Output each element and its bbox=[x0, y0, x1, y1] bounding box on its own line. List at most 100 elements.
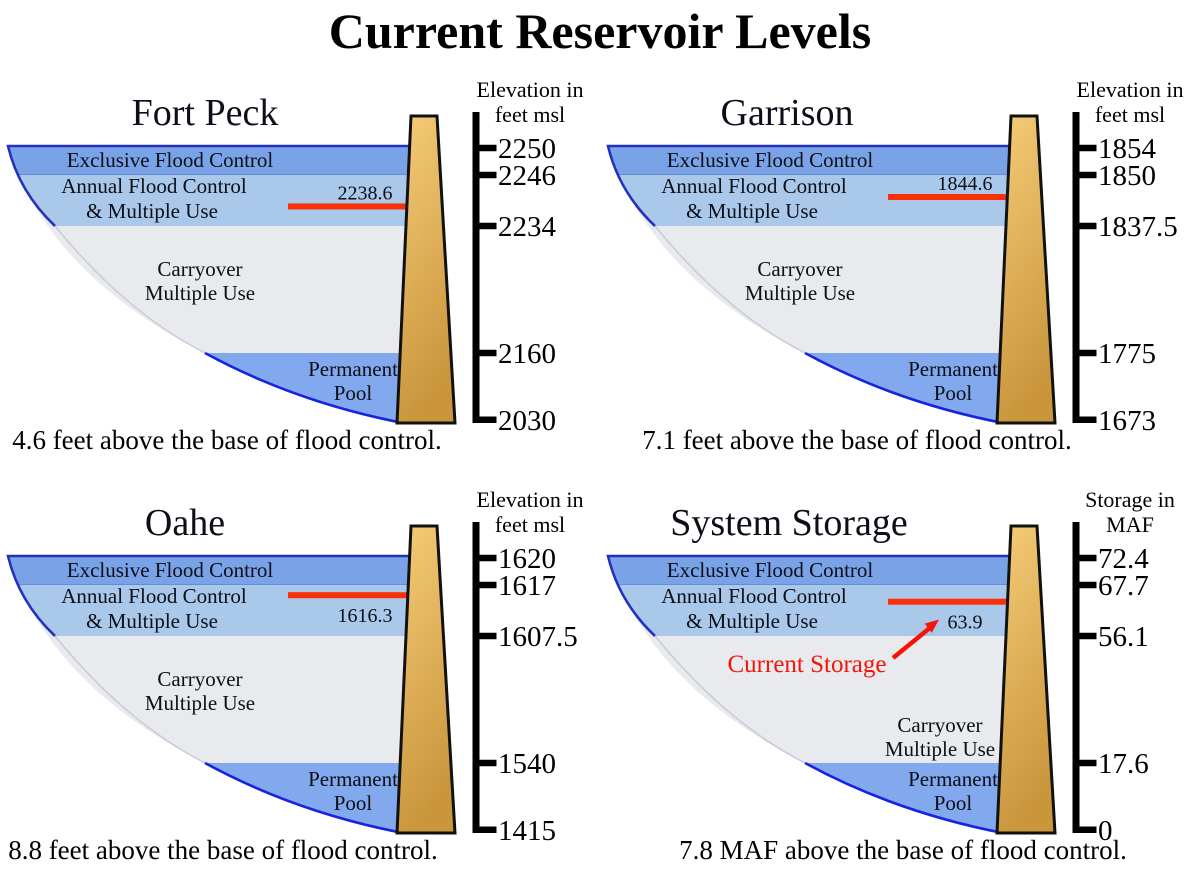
scale-tick-label: 1415 bbox=[498, 815, 556, 847]
scale-tick bbox=[479, 222, 497, 230]
zone-label-carryover-line1: Carryover bbox=[757, 257, 842, 281]
panel-title: Fort Peck bbox=[132, 92, 279, 134]
basin-outline-bottom bbox=[804, 761, 1011, 835]
zone-annual-flood-control bbox=[18, 175, 413, 226]
zone-label-annual-line1: Annual Flood Control bbox=[661, 584, 847, 608]
zone-label-annual-line1: Annual Flood Control bbox=[661, 174, 847, 198]
scale-tick bbox=[479, 759, 497, 767]
scale-tick-label: 1850 bbox=[1098, 160, 1156, 192]
zone-permanent-pool bbox=[805, 353, 1013, 423]
current-value-label: 2238.6 bbox=[338, 182, 393, 204]
zone-label-carryover-line1: Carryover bbox=[897, 713, 982, 737]
scale-tick-label: 2250 bbox=[498, 133, 556, 165]
zone-label-annual-line1: Annual Flood Control bbox=[61, 584, 247, 608]
zone-label-permanent-line2: Pool bbox=[334, 791, 373, 815]
scale-unit-line2: feet msl bbox=[495, 512, 565, 537]
zone-label-exclusive: Exclusive Flood Control bbox=[667, 148, 874, 172]
scale-tick bbox=[479, 349, 497, 357]
scale-unit-line1: Elevation in bbox=[477, 77, 584, 102]
scale-tick-label: 72.4 bbox=[1098, 543, 1149, 575]
current-level-line bbox=[888, 598, 1009, 605]
basin-outline-mid bbox=[654, 225, 806, 354]
current-level-line bbox=[888, 194, 1009, 201]
zone-label-permanent-line2: Pool bbox=[934, 791, 973, 815]
current-storage-arrowhead bbox=[924, 619, 939, 633]
scale-tick bbox=[1079, 416, 1097, 423]
zone-permanent-pool bbox=[205, 353, 413, 423]
scale-tick-label: 2246 bbox=[498, 160, 556, 192]
scale-tick bbox=[1079, 632, 1097, 640]
dam-shape bbox=[995, 114, 1057, 425]
basin-outline-top bbox=[6, 144, 413, 227]
scale-unit-line2: MAF bbox=[1106, 512, 1154, 537]
zone-label-annual-line2: & Multiple Use bbox=[86, 199, 218, 223]
scale-tick bbox=[1079, 222, 1097, 230]
scale-tick bbox=[1079, 171, 1097, 179]
current-value-label: 1616.3 bbox=[338, 605, 393, 627]
zone-exclusive-flood-control bbox=[608, 556, 1013, 585]
current-level-line bbox=[288, 592, 409, 599]
scale-unit-line1: Elevation in bbox=[477, 487, 584, 512]
zone-permanent-pool bbox=[205, 763, 413, 833]
zone-label-permanent-line1: Permanent bbox=[308, 357, 398, 381]
scale-tick-label: 0 bbox=[1098, 815, 1113, 847]
scale-tick-label: 1617 bbox=[498, 570, 556, 602]
panel-caption: 7.1 feet above the base of flood control… bbox=[642, 425, 1072, 455]
scale-tick-label: 1620 bbox=[498, 543, 556, 575]
panel-caption: 8.8 feet above the base of flood control… bbox=[8, 835, 438, 865]
scale-tick bbox=[1079, 759, 1097, 767]
zone-exclusive-flood-control bbox=[8, 146, 413, 175]
zone-exclusive-flood-control bbox=[608, 146, 1013, 175]
zone-annual-flood-control bbox=[618, 585, 1013, 636]
basin-outline-mid bbox=[54, 635, 206, 764]
zone-label-permanent-line1: Permanent bbox=[308, 767, 398, 791]
panel-caption: 7.8 MAF above the base of flood control. bbox=[679, 835, 1127, 865]
scale-tick-label: 2234 bbox=[498, 211, 557, 243]
scale-tick-label: 1540 bbox=[498, 748, 556, 780]
panel-title: Oahe bbox=[145, 502, 225, 544]
scale-tick bbox=[479, 581, 497, 589]
scale-tick bbox=[1079, 144, 1097, 152]
basin-outline-top bbox=[606, 554, 1013, 637]
zone-label-annual-line2: & Multiple Use bbox=[686, 609, 818, 633]
current-level-line bbox=[288, 203, 409, 210]
panel-title: Garrison bbox=[721, 92, 854, 134]
zone-label-annual-line2: & Multiple Use bbox=[86, 609, 218, 633]
scale-tick-label: 1607.5 bbox=[498, 621, 578, 653]
dam-shape bbox=[395, 114, 457, 425]
page-title: Current Reservoir Levels bbox=[328, 3, 872, 59]
zone-label-exclusive: Exclusive Flood Control bbox=[667, 558, 874, 582]
zone-permanent-pool bbox=[805, 763, 1013, 833]
zone-label-exclusive: Exclusive Flood Control bbox=[67, 558, 274, 582]
scale-tick-label: 1837.5 bbox=[1098, 211, 1178, 243]
scale-unit-line2: feet msl bbox=[495, 102, 565, 127]
scale-unit-line2: feet msl bbox=[1095, 102, 1165, 127]
basin-outline-bottom bbox=[204, 761, 411, 835]
scale-tick-label: 1854 bbox=[1098, 133, 1157, 165]
panel-caption: 4.6 feet above the base of flood control… bbox=[12, 425, 442, 455]
zone-label-permanent-line2: Pool bbox=[934, 381, 973, 405]
scale-unit-line1: Elevation in bbox=[1077, 77, 1184, 102]
basin-outline-mid bbox=[54, 225, 206, 354]
zone-exclusive-flood-control bbox=[8, 556, 413, 585]
scale-tick-label: 67.7 bbox=[1098, 570, 1149, 602]
scale-tick bbox=[1079, 581, 1097, 589]
scale-tick-label: 2160 bbox=[498, 338, 556, 370]
basin-outline-top bbox=[6, 554, 413, 637]
zone-label-carryover-line2: Multiple Use bbox=[145, 691, 255, 715]
zone-label-carryover-line1: Carryover bbox=[157, 257, 242, 281]
zone-label-carryover-line1: Carryover bbox=[157, 667, 242, 691]
zone-label-permanent-line1: Permanent bbox=[908, 767, 998, 791]
scale-tick-label: 1775 bbox=[1098, 338, 1156, 370]
zone-label-carryover-line2: Multiple Use bbox=[745, 281, 855, 305]
current-storage-arrow bbox=[891, 625, 933, 660]
zone-label-exclusive: Exclusive Flood Control bbox=[67, 148, 274, 172]
scale-bar bbox=[472, 112, 480, 423]
zone-label-permanent-line2: Pool bbox=[334, 381, 373, 405]
